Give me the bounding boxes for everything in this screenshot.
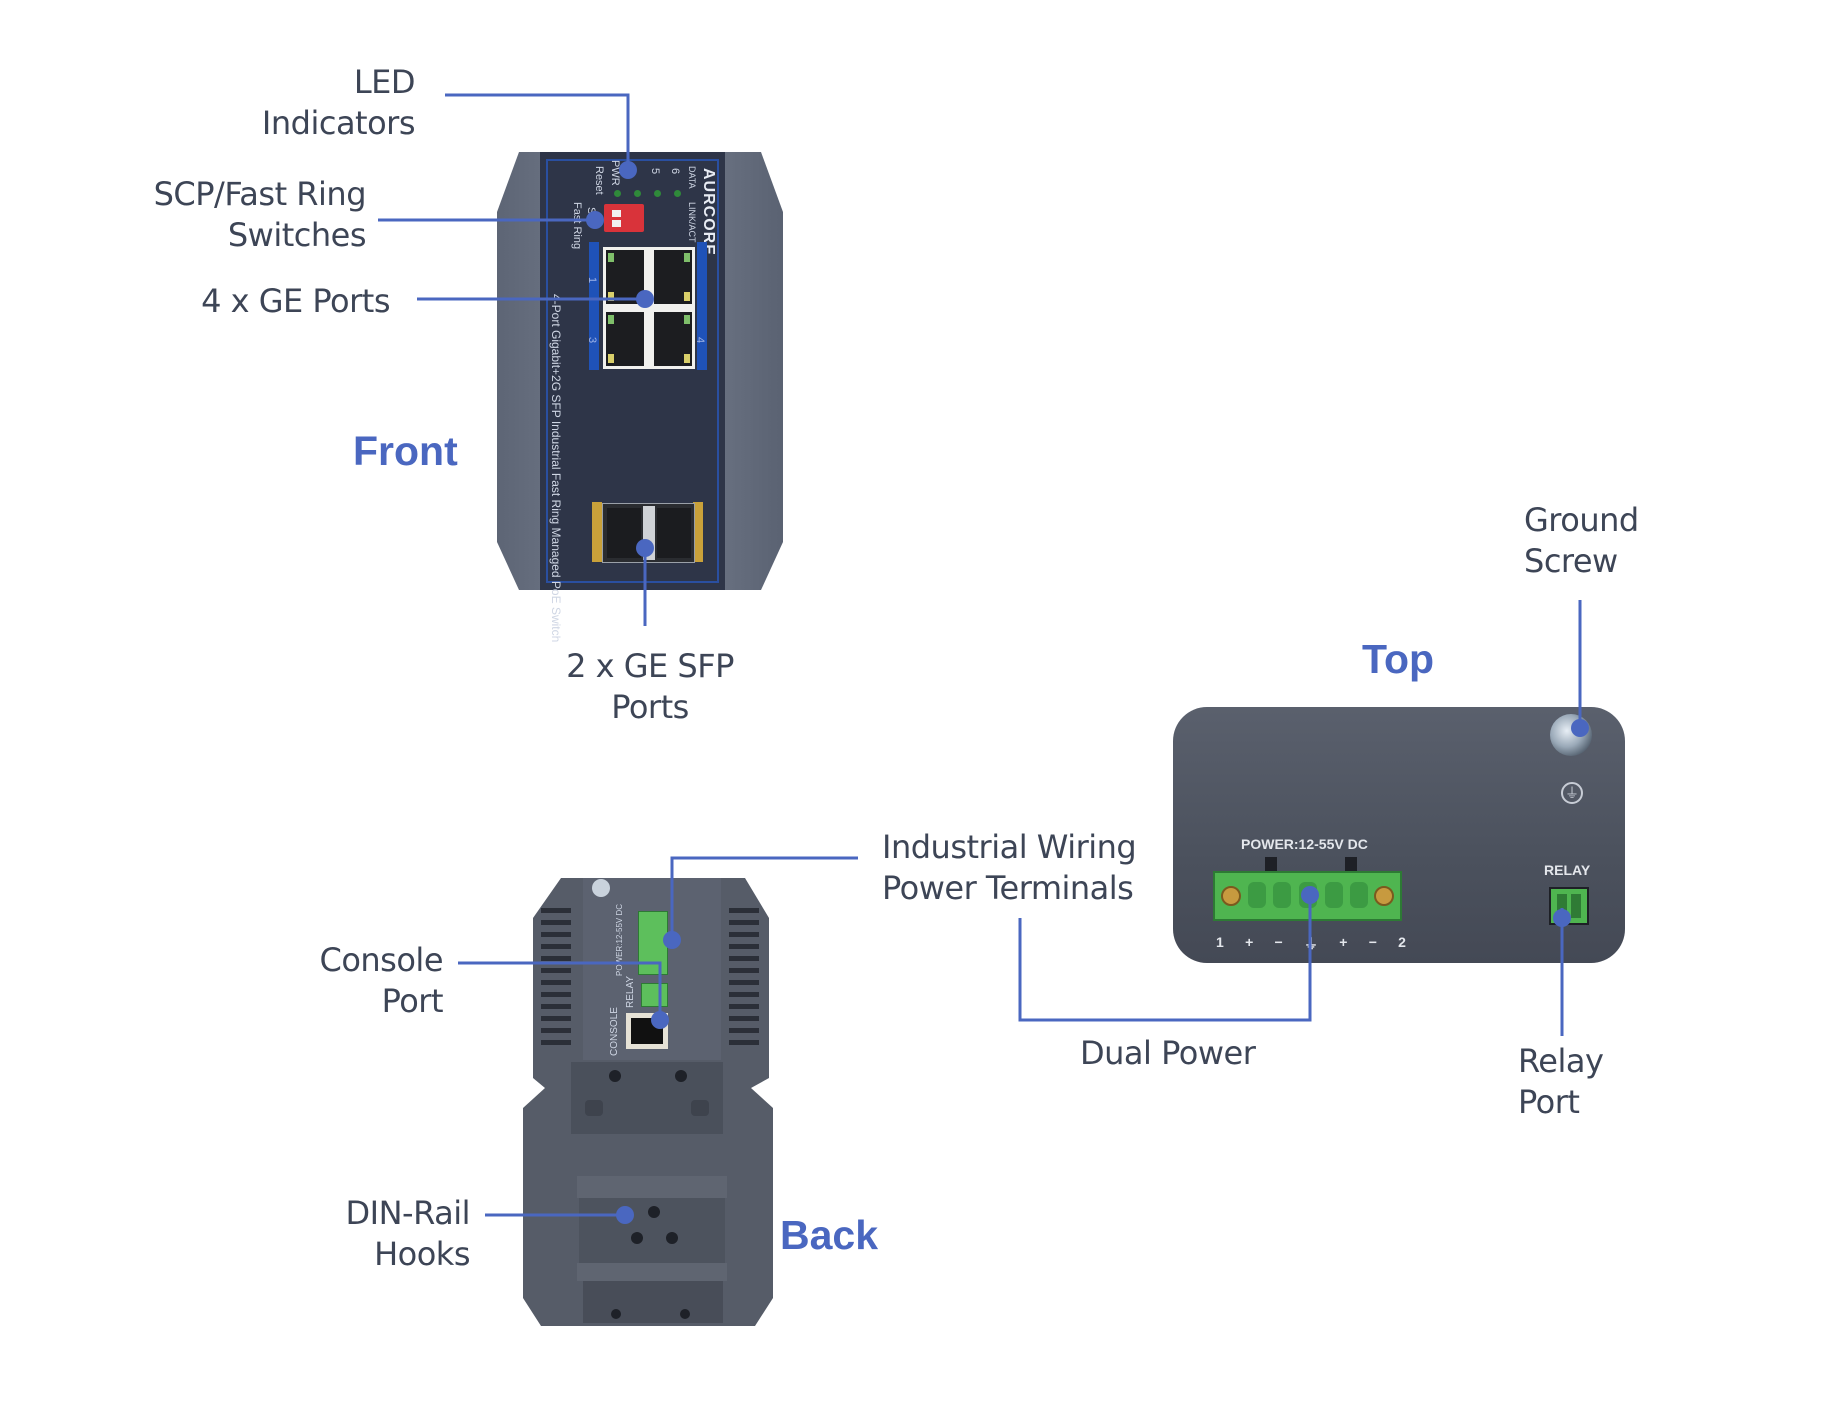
- terminal-mark: +: [1245, 934, 1254, 950]
- din-rail-upper-lip: [577, 1176, 727, 1198]
- ge-port-3[interactable]: [606, 312, 644, 366]
- marker-relay: [1553, 909, 1571, 927]
- power-label: POWER:12-55V DC: [1241, 836, 1368, 852]
- ge-port-bar-right: [697, 242, 707, 370]
- callout-industrial-wiring: Industrial Wiring Power Terminals: [882, 827, 1202, 909]
- callout-relay-port: Relay Port: [1518, 1041, 1678, 1123]
- terminal-latch-1: [1265, 857, 1277, 875]
- callout-line: Ports: [611, 688, 689, 726]
- heading-back: Back: [780, 1212, 879, 1258]
- heading-front: Front: [353, 428, 458, 474]
- callout-line: 4 x GE Ports: [201, 282, 390, 320]
- leader-led: [445, 93, 630, 170]
- terminal-mark: 1: [1216, 934, 1224, 950]
- led-pwr: [614, 190, 621, 197]
- terminal-marks: 1 + − ⏚ + − 2: [1216, 934, 1406, 954]
- vent-slots-left: [541, 908, 571, 1045]
- callout-ge-ports: 4 x GE Ports: [140, 281, 390, 322]
- led-link: [634, 190, 641, 197]
- terminal-mark: +: [1339, 934, 1348, 950]
- terminal-mark: −: [1274, 934, 1283, 950]
- leader-console: [458, 961, 662, 1020]
- ge-port-bar-left: [589, 242, 599, 370]
- callout-line: Hooks: [374, 1235, 470, 1273]
- relay-label: RELAY: [1544, 862, 1591, 878]
- callout-line: 2 x GE SFP: [566, 647, 734, 685]
- leader-wiring: [670, 856, 858, 940]
- top-view-device: ⏚ POWER:12-55V DC 1 + − ⏚ + − 2 RELAY: [1173, 707, 1625, 963]
- callout-sfp-ports: 2 x GE SFP Ports: [520, 646, 780, 728]
- marker-scp: [586, 211, 604, 229]
- leader-dual-power: [1018, 895, 1312, 1022]
- callout-ground-screw: Ground Screw: [1524, 500, 1724, 582]
- callout-line: Port: [381, 982, 444, 1020]
- callout-line: Switches: [227, 216, 367, 254]
- sfp-port-5[interactable]: [607, 508, 641, 558]
- din-rail-lower-lip: [577, 1263, 727, 1281]
- callout-line: Indicators: [261, 104, 416, 142]
- marker-wiring: [663, 931, 681, 949]
- ge-port-2[interactable]: [654, 250, 692, 304]
- marker-console: [651, 1011, 669, 1029]
- callout-line: SCP/Fast Ring: [153, 175, 367, 213]
- callout-console-port: Console Port: [240, 940, 443, 1022]
- callout-scp-switches: SCP/Fast Ring Switches: [100, 174, 367, 256]
- ground-symbol-icon: ⏚: [1561, 782, 1583, 804]
- callout-line: LED: [353, 63, 416, 101]
- marker-din: [616, 1206, 634, 1224]
- callout-dual-power: Dual Power: [1080, 1033, 1340, 1074]
- back-relay-terminal[interactable]: [641, 983, 668, 1007]
- sfp-port-6[interactable]: [657, 508, 691, 558]
- callout-line: Screw: [1524, 542, 1618, 580]
- callout-line: Ground: [1524, 501, 1639, 539]
- sfp-bracket-left: [592, 502, 602, 562]
- heading-top: Top: [1362, 636, 1435, 682]
- callout-line: DIN-Rail: [345, 1194, 471, 1232]
- back-upper-plate: [571, 1062, 723, 1134]
- callout-line: Console: [319, 941, 443, 979]
- callout-din-rail-hooks: DIN-Rail Hooks: [270, 1193, 471, 1275]
- sfp-bracket-right: [693, 502, 703, 562]
- terminal-latch-2: [1345, 857, 1357, 875]
- marker-sfp: [636, 539, 654, 557]
- ge-port-4[interactable]: [654, 312, 692, 366]
- vent-slots-right: [729, 908, 759, 1045]
- scp-fast-ring-dip-switch[interactable]: [604, 204, 644, 232]
- callout-line: Dual Power: [1080, 1034, 1256, 1072]
- callout-line: Power Terminals: [882, 869, 1134, 907]
- terminal-mark: 2: [1398, 934, 1406, 950]
- marker-ge-ports: [636, 290, 654, 308]
- callout-line: Relay: [1518, 1042, 1604, 1080]
- back-ground-screw: [592, 879, 610, 897]
- callout-led-indicators: LED Indicators: [160, 62, 416, 144]
- marker-dual-power: [1301, 886, 1319, 904]
- front-view-device: PWR 5 6 Reset DATA LINK/ACT AURCORE S/P …: [497, 152, 783, 642]
- marker-led: [619, 161, 637, 179]
- callout-line: Industrial Wiring: [882, 828, 1137, 866]
- marker-ground: [1571, 719, 1589, 737]
- led-5: [654, 190, 661, 197]
- terminal-mark: −: [1368, 934, 1377, 950]
- led-6: [674, 190, 681, 197]
- callout-line: Port: [1518, 1083, 1580, 1121]
